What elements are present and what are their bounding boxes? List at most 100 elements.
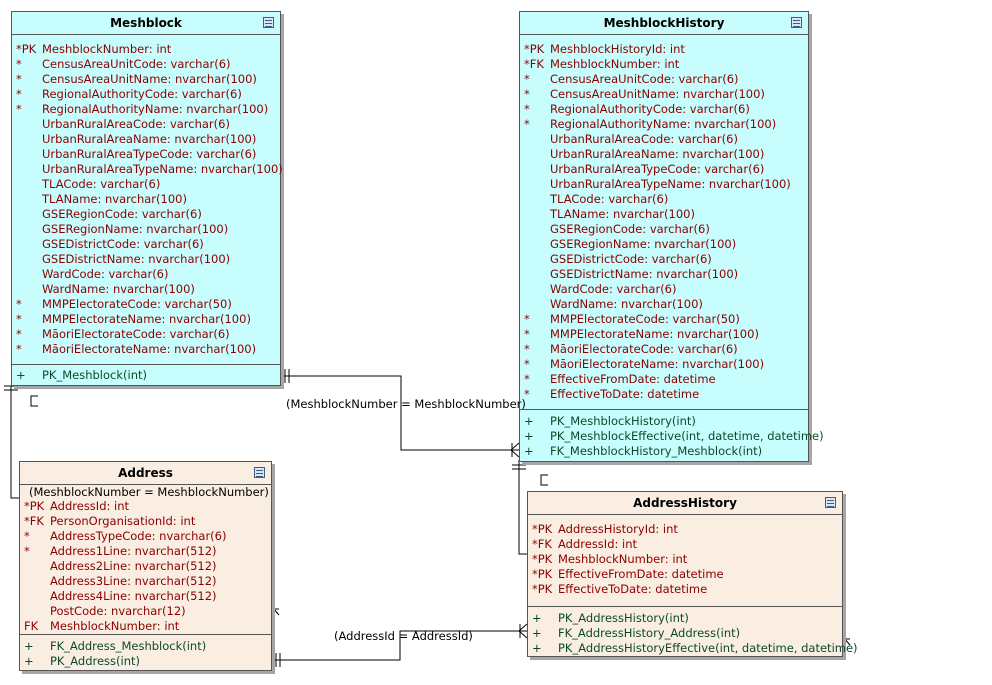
entity-title-text: Address (118, 466, 173, 480)
attribute-row[interactable]: *MMPElectorateCode: varchar(50) (520, 312, 808, 327)
table-icon (791, 17, 802, 28)
operation-row[interactable]: +PK_AddressHistory(int) (528, 611, 842, 626)
meshblock-history-operations: +PK_MeshblockHistory(int)+PK_MeshblockEf… (520, 409, 824, 459)
operation-text: PK_MeshblockEffective(int, datetime, dat… (550, 429, 824, 443)
attribute-row[interactable]: *RegionalAuthorityName: nvarchar(100) (12, 102, 280, 117)
attribute-row[interactable]: UrbanRuralAreaCode: varchar(6) (520, 132, 808, 147)
attribute-text: GSERegionCode: varchar(6) (550, 222, 710, 236)
attribute-row[interactable]: TLACode: varchar(6) (12, 177, 280, 192)
attribute-row[interactable]: *MMPElectorateCode: varchar(50) (12, 297, 280, 312)
visibility-marker: + (532, 626, 542, 640)
attribute-row[interactable]: GSEDistrictName: nvarchar(100) (520, 267, 808, 282)
operation-text: PK_MeshblockHistory(int) (550, 414, 696, 428)
attribute-row[interactable]: *EffectiveFromDate: datetime (520, 372, 808, 387)
operation-row[interactable]: +PK_Address(int) (20, 654, 271, 669)
key-marker: *FK (524, 57, 544, 71)
key-marker: * (524, 357, 530, 371)
operation-row[interactable]: +FK_Address_Meshblock(int) (20, 639, 271, 654)
attribute-row[interactable]: WardCode: varchar(6) (520, 282, 808, 297)
key-marker: * (16, 312, 22, 326)
operation-row[interactable]: +PK_MeshblockEffective(int, datetime, da… (520, 429, 824, 444)
attribute-row[interactable]: *CensusAreaUnitName: nvarchar(100) (12, 72, 280, 87)
attribute-row[interactable]: UrbanRuralAreaTypeName: nvarchar(100) (12, 162, 283, 177)
attribute-text: UrbanRuralAreaTypeName: nvarchar(100) (42, 162, 283, 176)
attribute-row[interactable]: UrbanRuralAreaName: nvarchar(100) (520, 147, 808, 162)
attribute-row[interactable]: UrbanRuralAreaTypeCode: varchar(6) (520, 162, 808, 177)
operation-row[interactable]: +PK_AddressHistoryEffective(int, datetim… (528, 641, 858, 656)
attribute-row[interactable]: TLACode: varchar(6) (520, 192, 808, 207)
attribute-row[interactable]: UrbanRuralAreaCode: varchar(6) (12, 117, 280, 132)
attribute-row[interactable]: *RegionalAuthorityCode: varchar(6) (12, 87, 280, 102)
attribute-text: EffectiveToDate: datetime (550, 387, 700, 401)
attribute-row[interactable]: Address4Line: nvarchar(512) (20, 589, 271, 604)
attribute-row[interactable]: *MāoriElectorateName: nvarchar(100) (12, 342, 280, 357)
operation-row[interactable]: +FK_MeshblockHistory_Meshblock(int) (520, 444, 808, 459)
attribute-row[interactable]: *CensusAreaUnitCode: varchar(6) (520, 72, 808, 87)
meshblock-address-relationship-label[interactable]: (MeshblockNumber = MeshblockNumber) (29, 485, 269, 499)
attribute-row[interactable]: WardName: nvarchar(100) (520, 297, 808, 312)
operation-row[interactable]: +PK_MeshblockHistory(int) (520, 414, 808, 429)
attribute-row[interactable]: * MMPElectorateName: nvarchar(100) (12, 312, 280, 327)
attribute-row[interactable]: GSEDistrictCode: varchar(6) (12, 237, 280, 252)
attribute-row[interactable]: *MMPElectorateName: nvarchar(100) (520, 327, 808, 342)
attribute-row[interactable]: *Address1Line: nvarchar(512) (20, 544, 271, 559)
operation-row[interactable]: +FK_AddressHistory_Address(int) (528, 626, 842, 641)
attribute-row[interactable]: *CensusAreaUnitCode: varchar(6) (12, 57, 280, 72)
key-marker: * (524, 342, 530, 356)
key-marker: *FK (24, 514, 44, 528)
attribute-text: MMPElectorateName: nvarchar(100) (42, 312, 251, 326)
key-marker: * (524, 72, 530, 86)
attribute-row[interactable]: GSEDistrictName: nvarchar(100) (12, 252, 280, 267)
attribute-text: AddressId: int (50, 499, 130, 513)
meshblock-history-relationship-label[interactable]: (MeshblockNumber = MeshblockNumber) (286, 397, 526, 411)
attribute-text: Address2Line: nvarchar(512) (50, 559, 217, 573)
attribute-row[interactable]: GSERegionName: nvarchar(100) (12, 222, 280, 237)
attribute-row[interactable]: WardCode: varchar(6) (12, 267, 280, 282)
attribute-row[interactable]: *EffectiveToDate: datetime (520, 387, 808, 402)
attribute-text: UrbanRuralAreaName: nvarchar(100) (42, 132, 257, 146)
meshblock-history-relationship-line (282, 375, 519, 451)
attribute-row[interactable]: *AddressTypeCode: nvarchar(6) (20, 529, 271, 544)
attribute-row[interactable]: UrbanRuralAreaTypeName: nvarchar(100) (520, 177, 808, 192)
attribute-row[interactable]: GSEDistrictCode: varchar(6) (520, 252, 808, 267)
attribute-row[interactable]: *RegionalAuthorityCode: varchar(6) (520, 102, 808, 117)
attribute-row[interactable]: GSERegionName: nvarchar(100) (520, 237, 808, 252)
attribute-row[interactable]: WardName: nvarchar(100) (12, 282, 280, 297)
attribute-row[interactable]: GSERegionCode: varchar(6) (520, 222, 808, 237)
attribute-row[interactable]: *RegionalAuthorityName: nvarchar(100) (520, 117, 808, 132)
attribute-row[interactable]: Address2Line: nvarchar(512) (20, 559, 271, 574)
attribute-row[interactable]: TLAName: nvarchar(100) (12, 192, 280, 207)
attribute-text: MMPElectorateCode: varchar(50) (42, 297, 232, 311)
attribute-row[interactable]: TLAName: nvarchar(100) (520, 207, 808, 222)
attribute-row[interactable]: *MāoriElectorateCode: varchar(6) (12, 327, 280, 342)
operation-row[interactable]: +PK_Meshblock(int) (12, 368, 280, 383)
key-marker: * (524, 312, 530, 326)
attribute-row[interactable]: GSERegionCode: varchar(6) (12, 207, 280, 222)
attribute-row[interactable]: UrbanRuralAreaName: nvarchar(100) (12, 132, 280, 147)
attribute-row[interactable]: UrbanRuralAreaTypeCode: varchar(6) (12, 147, 280, 162)
address-history-relationship-label[interactable]: (AddressId = AddressId) (334, 629, 473, 643)
meshblock-title: Meshblock (12, 12, 280, 35)
attribute-row[interactable]: *MāoriElectorateName: nvarchar(100) (520, 357, 808, 372)
attribute-row[interactable]: Address3Line: nvarchar(512) (20, 574, 271, 589)
attribute-row[interactable]: *MāoriElectorateCode: varchar(6) (520, 342, 808, 357)
attribute-row[interactable]: PostCode: nvarchar(12) (20, 604, 271, 619)
key-marker: *PK (532, 522, 553, 536)
attribute-row[interactable]: *CensusAreaUnitName: nvarchar(100) (520, 87, 808, 102)
